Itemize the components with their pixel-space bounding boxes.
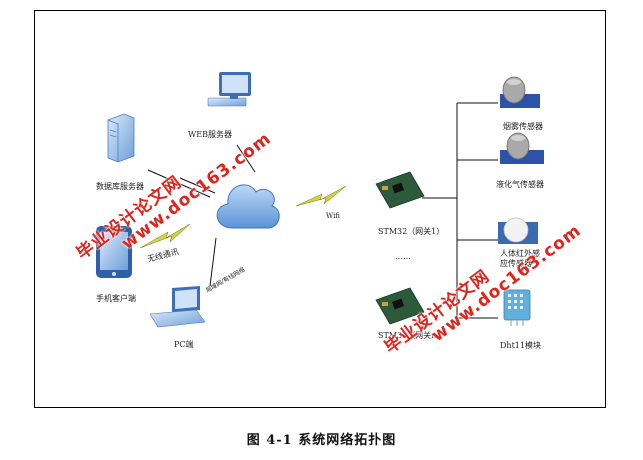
gateway-1-label: STM32（网关1） <box>378 227 445 236</box>
web-server-icon <box>207 72 251 107</box>
lpg-sensor-icon <box>500 132 544 164</box>
connection-lines <box>147 102 498 319</box>
pir-sensor-label: 人体红外感应传感器 <box>500 249 540 268</box>
database-server-label: 数据库服务器 <box>96 182 144 191</box>
wifi-bolt-icon <box>295 185 347 207</box>
pc-label: PC端 <box>174 340 194 349</box>
cloud-icon <box>216 184 280 229</box>
mobile-phone-icon <box>96 226 132 278</box>
mobile-client-label: 手机客户端 <box>96 294 136 303</box>
stm32-gateway-1-icon <box>375 171 425 209</box>
wireless-bolt-icon <box>139 223 191 249</box>
stm32-gateway-n-icon <box>375 287 425 325</box>
diagram-frame <box>34 10 606 408</box>
pir-sensor-icon <box>498 217 538 244</box>
smoke-sensor-label: 烟雾传感器 <box>503 122 543 131</box>
wifi-label: Wifi <box>326 212 340 220</box>
dht11-module-icon <box>503 289 531 326</box>
gateway-n-label: STM32（网关n） <box>378 331 445 340</box>
database-server-icon <box>107 113 135 163</box>
web-server-label: WEB服务器 <box>188 130 232 139</box>
smoke-sensor-icon <box>500 76 540 108</box>
pc-laptop-icon <box>149 286 206 328</box>
dht11-label: Dht11模块 <box>500 341 541 350</box>
figure-caption: 图 4-1 系统网络拓扑图 <box>246 433 397 448</box>
lpg-sensor-label: 液化气传感器 <box>496 180 544 189</box>
gateway-ellipsis: …… <box>395 252 411 261</box>
